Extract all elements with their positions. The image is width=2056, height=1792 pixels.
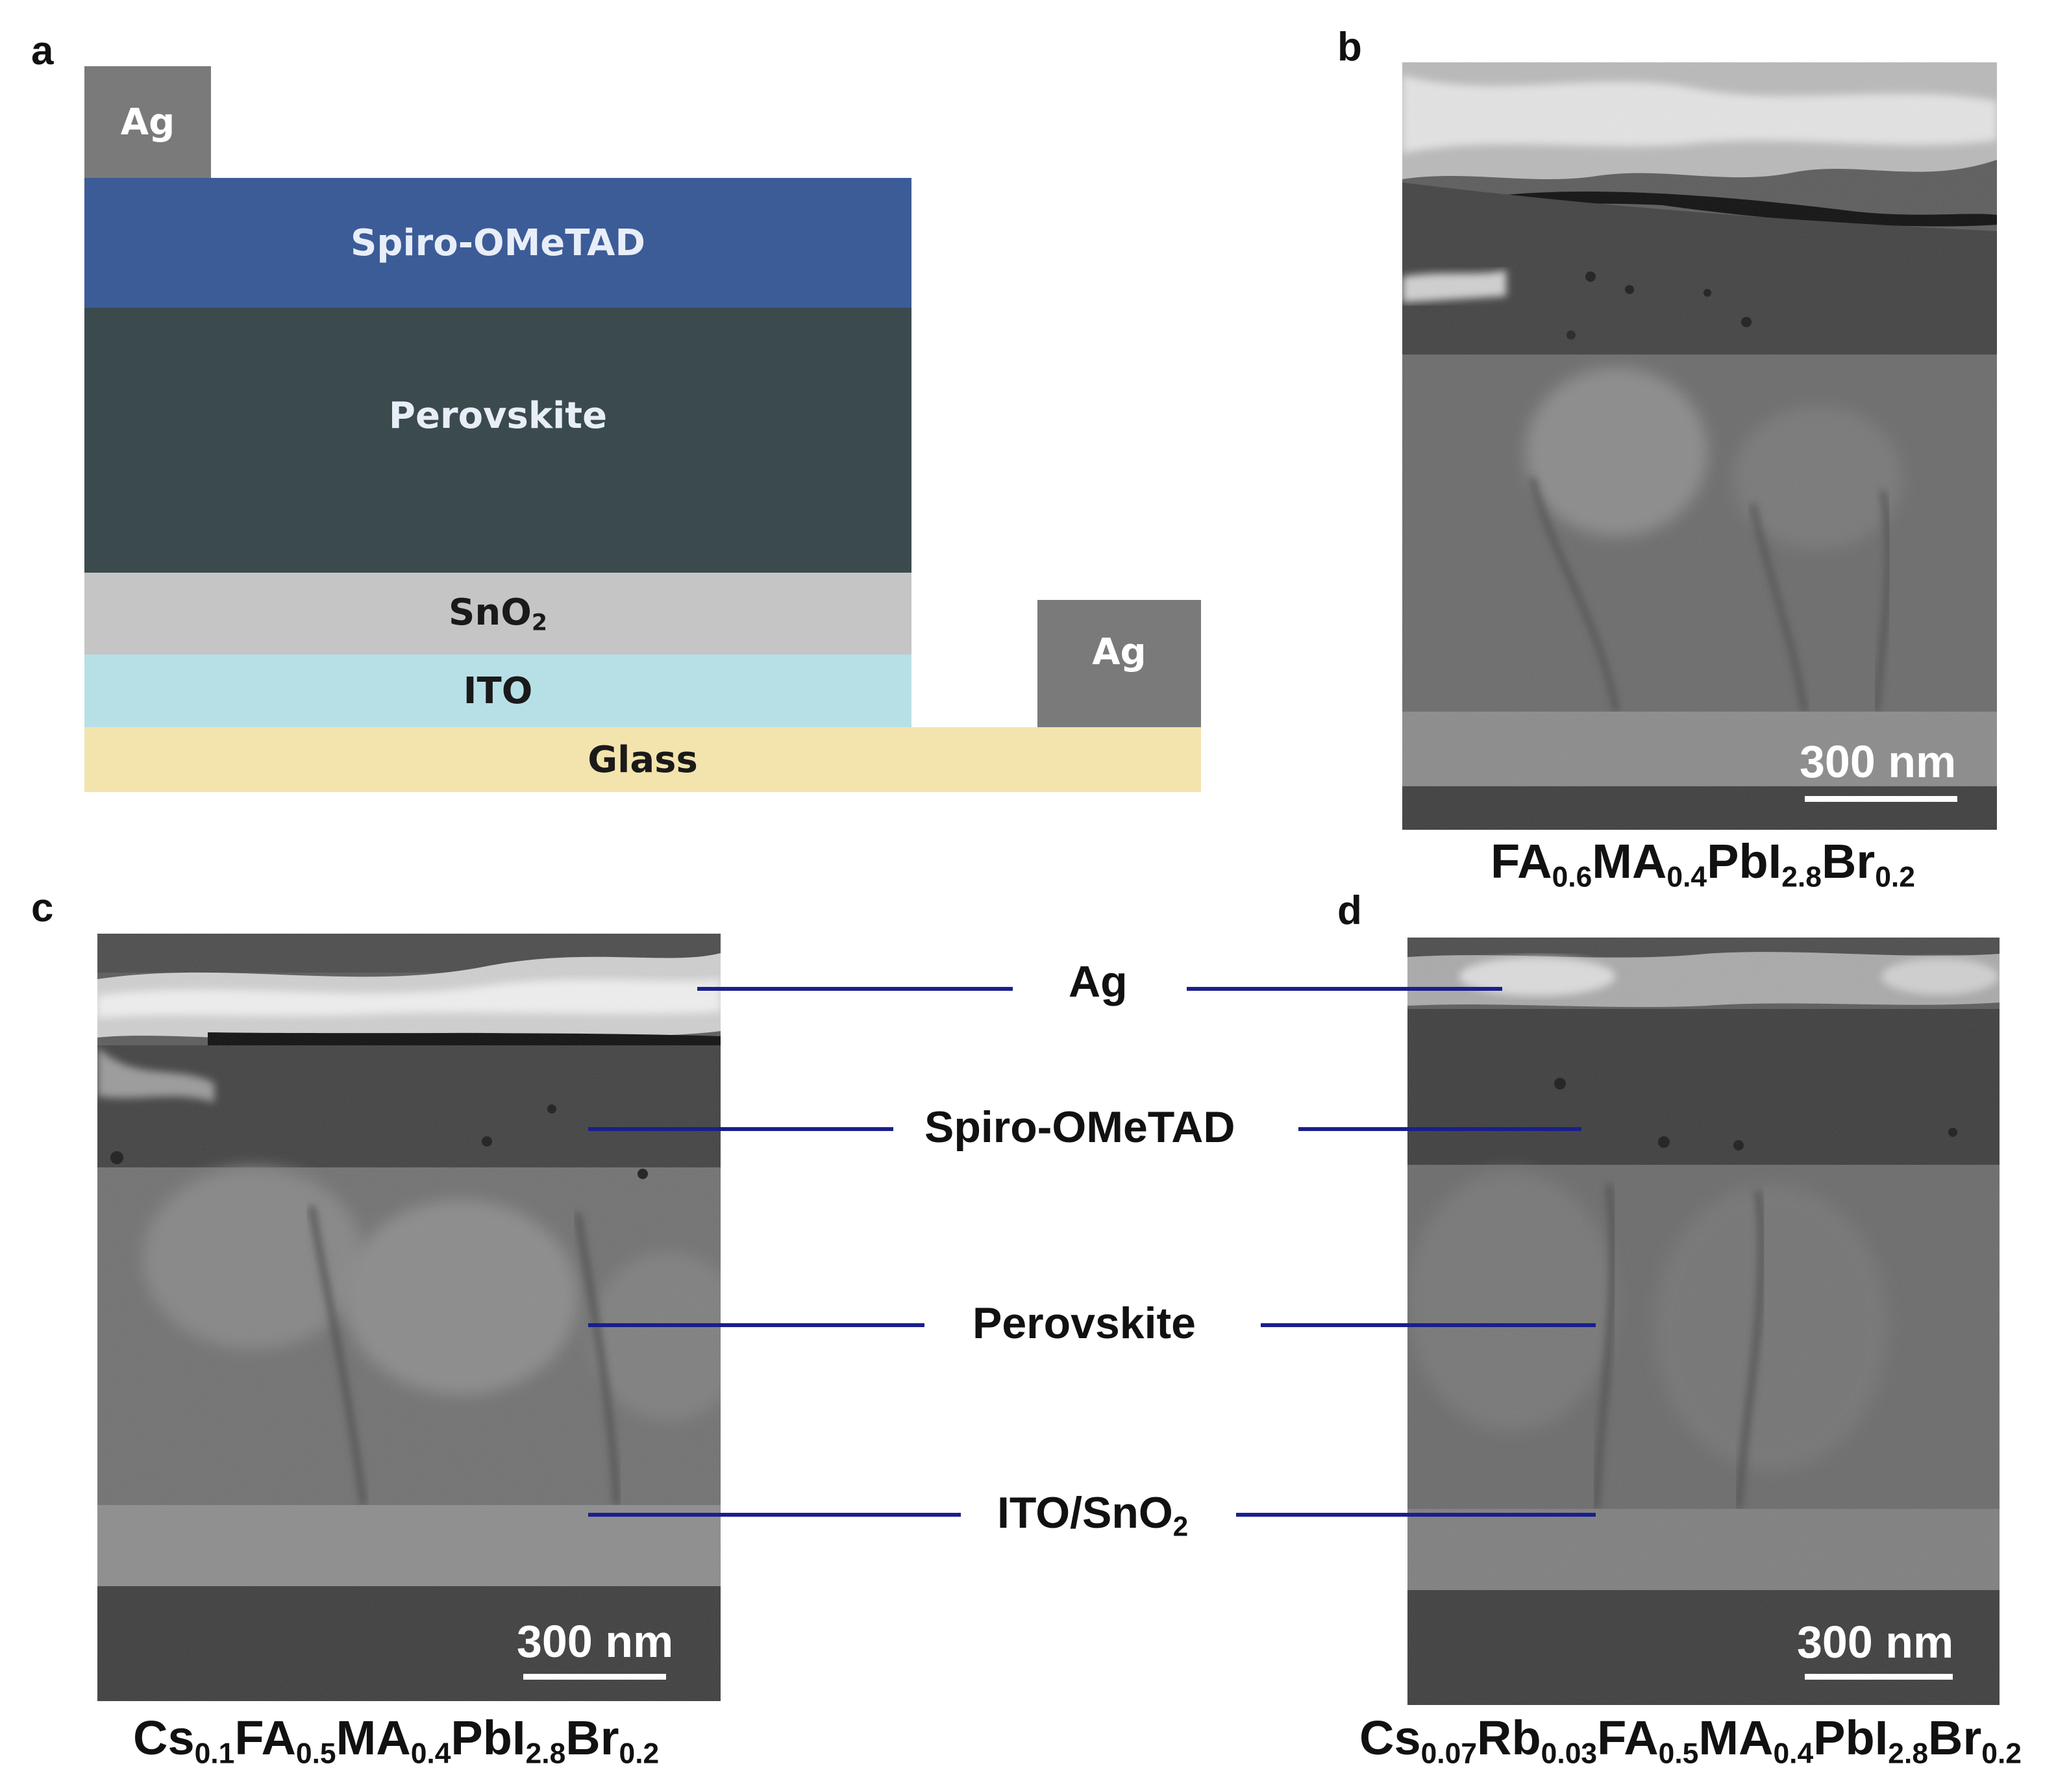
layer-glass: Glass (84, 727, 1201, 792)
leader-ito-left (588, 1513, 961, 1517)
caption-b-part: PbI (1707, 834, 1782, 888)
layer-ag-top: Ag (84, 66, 211, 178)
label-ag: Ag (1069, 957, 1128, 1006)
caption-c: Cs0.1FA0.5MA0.4PbI2.8Br0.2 (133, 1714, 659, 1769)
leader-spiro-right (1298, 1127, 1581, 1131)
layer-ag-top-label: Ag (120, 101, 175, 143)
caption-c-part: 0.1 (194, 1737, 235, 1770)
caption-b-part: 0.2 (1875, 861, 1915, 893)
panel-letter-d: d (1337, 888, 1362, 933)
layer-sno2-label: SnO2 (449, 591, 547, 636)
caption-b-part: 0.6 (1552, 861, 1592, 893)
scale-bar-c (523, 1674, 666, 1680)
leader-ito-right (1236, 1513, 1596, 1517)
scale-bar-label-b: 300 nm (1800, 736, 1957, 787)
caption-c-part: PbI (451, 1711, 526, 1765)
layer-sno2: SnO2 (84, 573, 911, 654)
caption-d-part: 0.2 (1981, 1737, 2022, 1770)
layer-ag-side-label: Ag (1092, 631, 1146, 673)
caption-b: FA0.6MA0.4PbI2.8Br0.2 (1491, 838, 1915, 892)
label-perovskite: Perovskite (972, 1299, 1196, 1348)
leader-ag-right (1187, 987, 1502, 991)
caption-d-part: 2.8 (1888, 1737, 1929, 1770)
caption-d-part: MA (1698, 1711, 1774, 1765)
scale-bar-label-c: 300 nm (517, 1616, 674, 1667)
leader-ag-left (697, 987, 1013, 991)
caption-c-part: FA (234, 1711, 296, 1765)
scale-bar-b (1805, 796, 1957, 802)
caption-d-part: FA (1597, 1711, 1659, 1765)
caption-d: Cs0.07Rb0.03FA0.5MA0.4PbI2.8Br0.2 (1359, 1714, 2022, 1769)
panel-letter-a: a (31, 29, 54, 73)
caption-c-part: 0.4 (410, 1737, 451, 1770)
caption-b-part: Br (1821, 834, 1876, 888)
sem-image-d: 300 nm (1407, 938, 2000, 1705)
layer-ito-label: ITO (463, 669, 533, 712)
caption-c-part: MA (336, 1711, 411, 1765)
caption-c-part: Cs (133, 1711, 195, 1765)
panel-letter-c: c (31, 886, 54, 930)
layer-glass-label: Glass (588, 738, 698, 781)
device-schematic: Ag Spiro-OMeTAD Perovskite SnO2 ITO Glas… (0, 0, 1233, 805)
caption-d-part: Rb (1477, 1711, 1541, 1765)
layer-spiro: Spiro-OMeTAD (84, 178, 911, 308)
caption-b-part: 0.4 (1666, 861, 1707, 893)
caption-b-part: 2.8 (1781, 861, 1822, 893)
caption-c-part: 2.8 (525, 1737, 566, 1770)
label-ito-sno2: ITO/SnO2 (997, 1488, 1189, 1542)
sem-image-c: 300 nm (97, 934, 721, 1701)
scale-bar-label-d: 300 nm (1797, 1617, 1954, 1667)
caption-d-part: 0.03 (1541, 1737, 1598, 1770)
leader-perovskite-left (588, 1323, 924, 1327)
scale-bar-d (1805, 1674, 1953, 1680)
caption-c-part: Br (565, 1711, 619, 1765)
caption-d-part: 0.5 (1658, 1737, 1699, 1770)
sem-image-b: 300 nm (1402, 62, 1997, 830)
layer-ag-side: Ag (1037, 600, 1201, 727)
layer-perovskite-label: Perovskite (388, 395, 608, 437)
caption-d-part: PbI (1813, 1711, 1889, 1765)
caption-b-part: MA (1592, 834, 1667, 888)
caption-c-part: 0.5 (295, 1737, 336, 1770)
leader-spiro-left (588, 1127, 893, 1131)
caption-c-part: 0.2 (619, 1737, 660, 1770)
caption-d-part: 0.4 (1773, 1737, 1814, 1770)
label-spiro: Spiro-OMeTAD (924, 1102, 1235, 1152)
layer-spiro-label: Spiro-OMeTAD (351, 221, 645, 264)
caption-d-part: Cs (1359, 1711, 1421, 1765)
layer-ito: ITO (84, 654, 911, 727)
leader-perovskite-right (1261, 1323, 1596, 1327)
caption-d-part: 0.07 (1420, 1737, 1478, 1770)
caption-b-part: FA (1491, 834, 1552, 888)
panel-letter-b: b (1337, 25, 1362, 69)
layer-perovskite: Perovskite (84, 308, 911, 573)
caption-d-part: Br (1928, 1711, 1982, 1765)
